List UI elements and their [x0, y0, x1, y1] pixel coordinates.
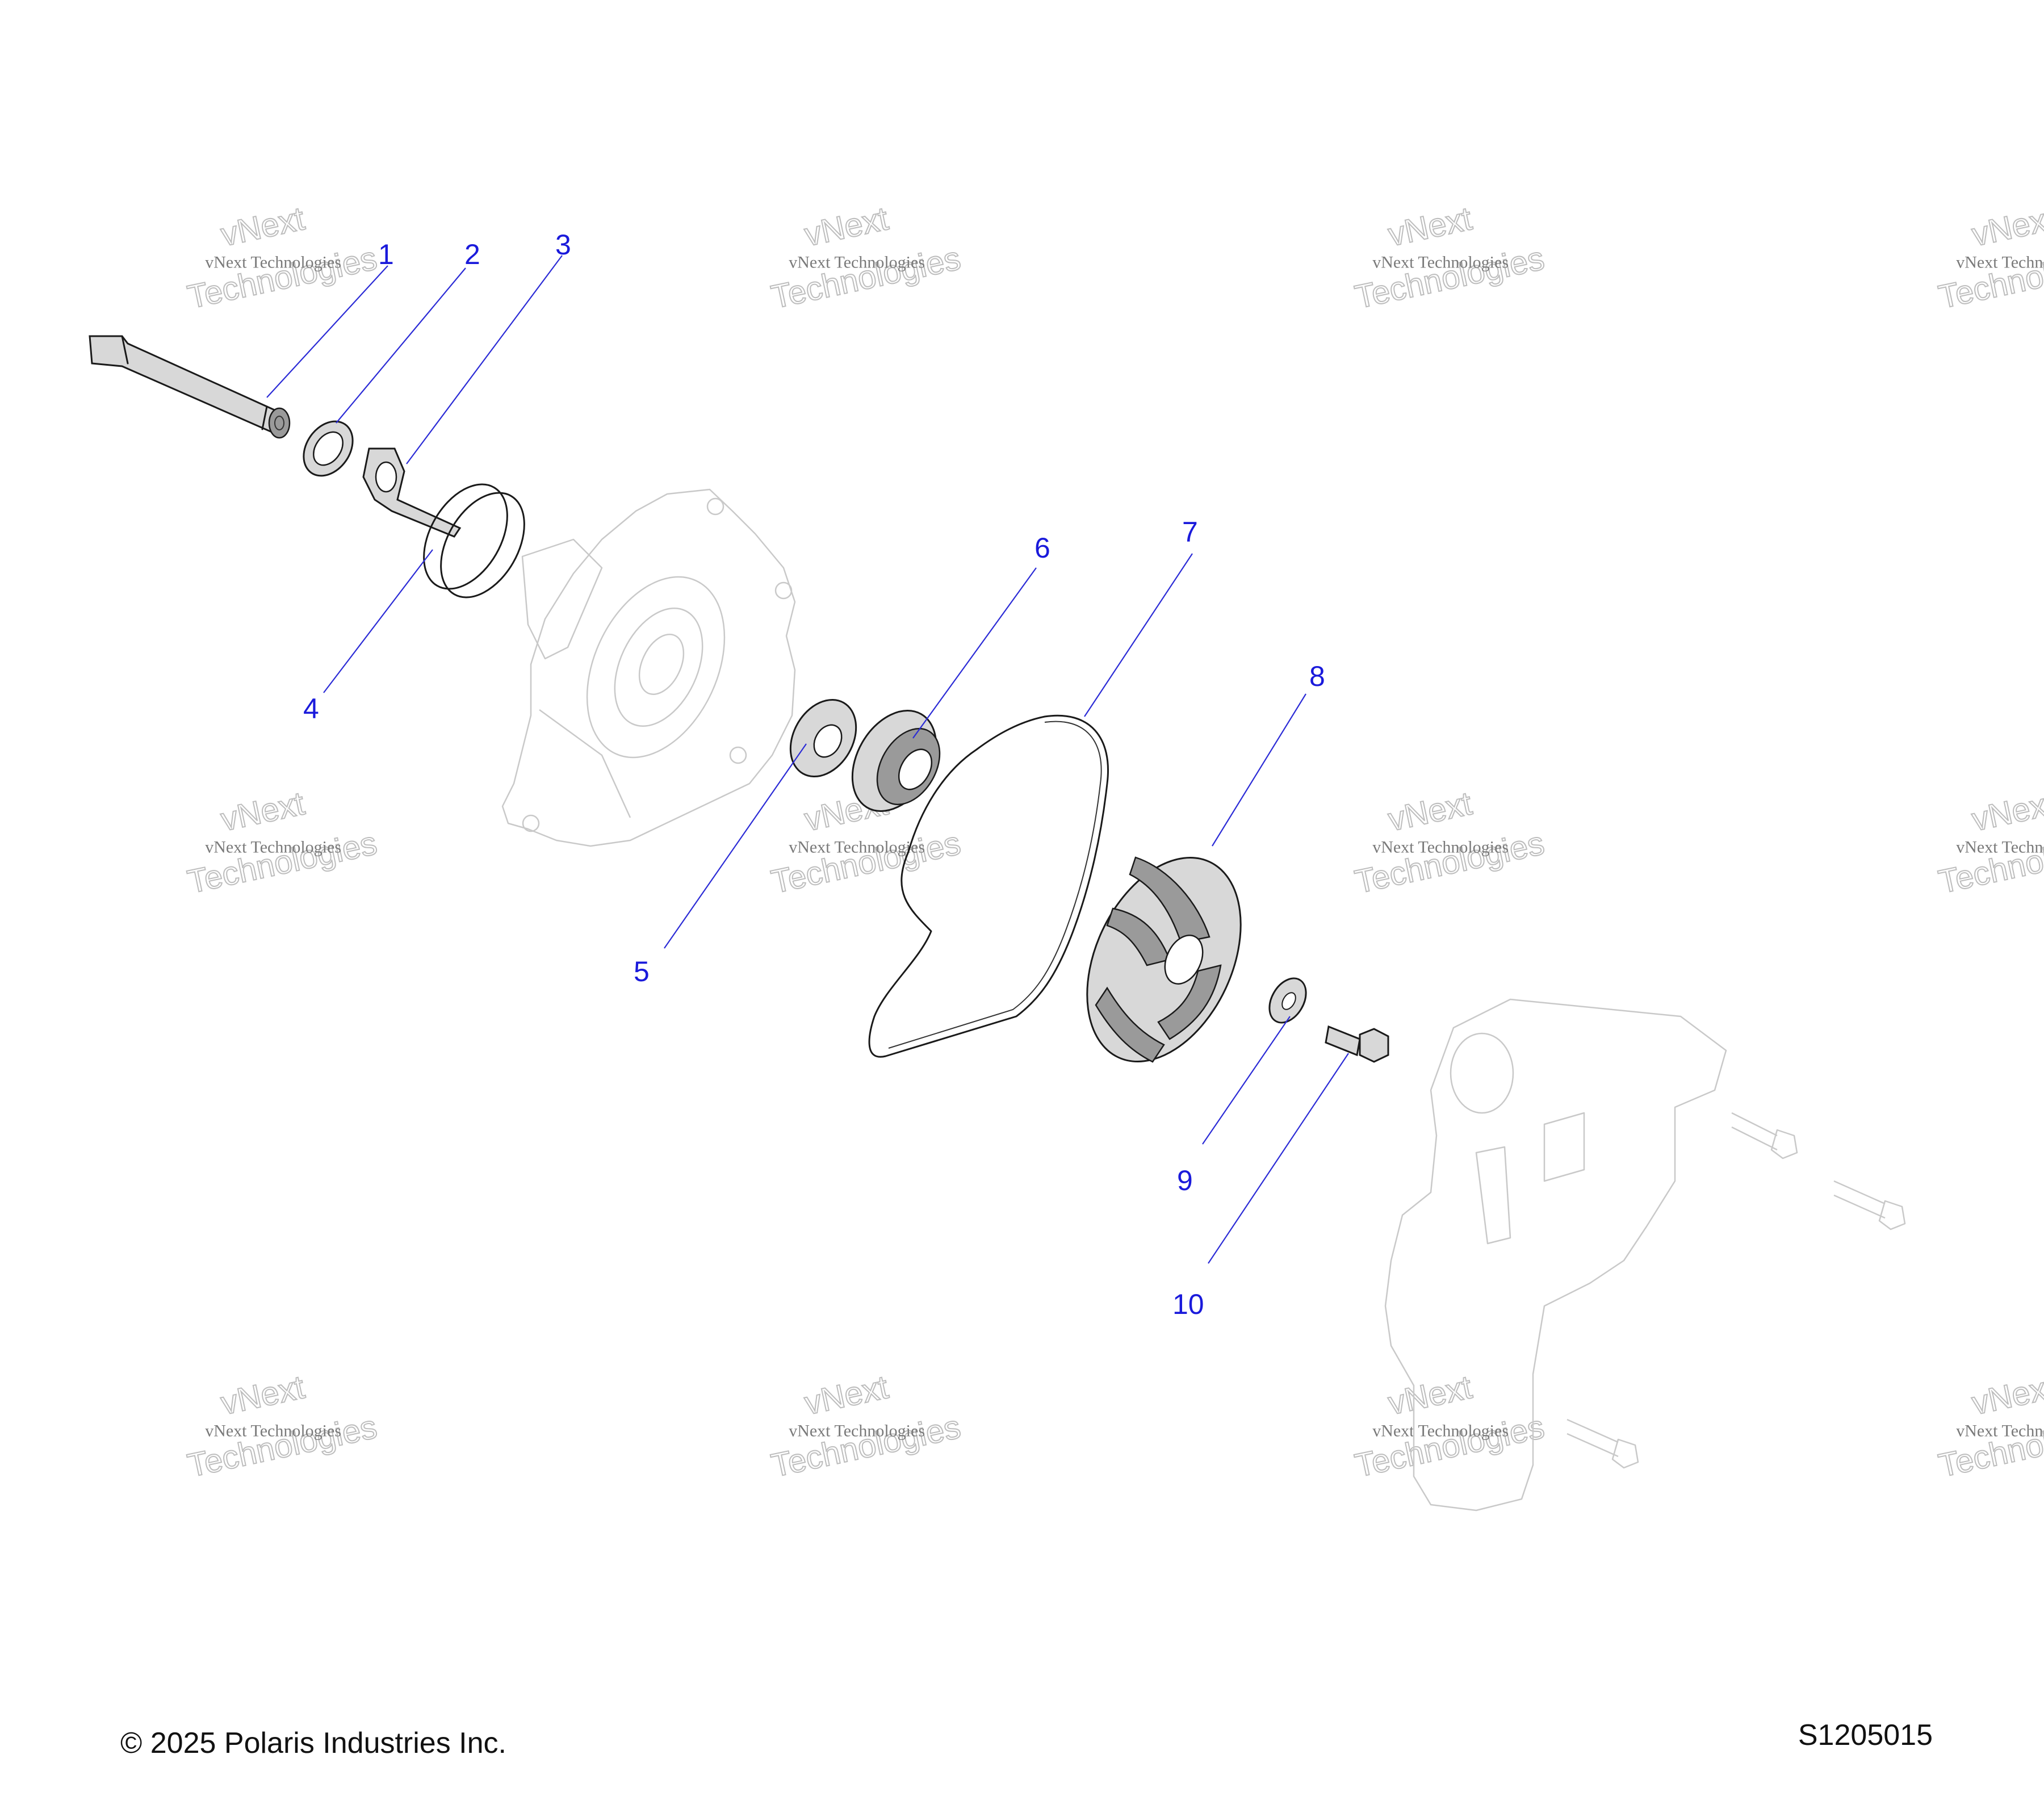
watermark-logo-text: Technologies — [1936, 240, 2044, 316]
watermark-text: vNext Technologies — [1956, 838, 2044, 856]
leader-lines — [266, 255, 1349, 1264]
watermark-logo-text: vNext — [1968, 785, 2044, 838]
watermark-logo-text: Technologies — [768, 1408, 964, 1484]
callout-labels: 1 2 3 4 5 6 7 8 9 10 — [303, 229, 1325, 1320]
watermark-logo-text: vNext — [217, 1368, 308, 1422]
part-8-impeller — [1086, 856, 1242, 1063]
part-10-bolt — [1325, 1025, 1389, 1063]
watermark-logo-text: Technologies — [1352, 240, 1548, 316]
watermark-logo-text: Technologies — [768, 824, 964, 901]
watermark-logo-text: vNext — [1385, 785, 1475, 838]
callout-9: 9 — [1177, 1165, 1193, 1196]
part-5-bearing — [789, 698, 857, 778]
watermark-text: vNext Technologies — [205, 838, 341, 856]
part-9-washer — [1268, 977, 1307, 1024]
watermark-logo-text: Technologies — [1936, 824, 2044, 901]
watermark-logo-text: vNext — [801, 1368, 891, 1422]
watermark-logo-text: Technologies — [185, 240, 380, 316]
callout-4: 4 — [303, 693, 319, 725]
callout-3: 3 — [555, 229, 571, 261]
watermark-logo-text: Technologies — [1352, 1408, 1548, 1484]
part-2-washer — [303, 420, 354, 477]
callout-5: 5 — [634, 956, 650, 987]
callout-8: 8 — [1309, 660, 1325, 692]
watermark-logo-text: Technologies — [185, 1408, 380, 1484]
part-4-o-rings — [423, 483, 525, 598]
part-3-retainer-clip — [362, 447, 462, 538]
callout-6: 6 — [1034, 532, 1050, 564]
part-7-gasket — [868, 714, 1109, 1058]
part-1-pump-shaft — [89, 335, 291, 439]
watermark-text: vNext Technologies — [789, 253, 925, 271]
callout-2: 2 — [464, 238, 480, 270]
watermark-logo-text: vNext — [1968, 200, 2044, 253]
watermark-text: vNext Technologies — [205, 1421, 341, 1440]
watermark-text: vNext Technologies — [789, 838, 925, 856]
watermark-logo-text: Technologies — [1352, 824, 1548, 901]
watermark-text: vNext Technologies — [1372, 253, 1509, 271]
ghost-engine-housing — [1384, 998, 1906, 1512]
watermark-logo-text: Technologies — [1936, 1408, 2044, 1484]
watermark-text: vNext Technologies — [205, 253, 341, 271]
ghost-pump-cover — [501, 488, 796, 847]
watermark-text: vNext Technologies — [1956, 253, 2044, 271]
watermark-logo-text: Technologies — [768, 240, 964, 316]
watermark-logo-text: vNext — [217, 785, 308, 838]
watermark-text: vNext Technologies — [1372, 1421, 1509, 1440]
watermark-text: vNext Technologies — [1372, 838, 1509, 856]
watermark-logo-text: Technologies — [185, 824, 380, 901]
copyright-notice: © 2025 Polaris Industries Inc. — [120, 1727, 506, 1760]
watermark-text: vNext Technologies — [789, 1421, 925, 1440]
callout-1: 1 — [378, 238, 394, 270]
watermark-logo-text: vNext — [1385, 200, 1475, 253]
watermark-logo-text: vNext — [1385, 1368, 1475, 1422]
callout-10: 10 — [1172, 1288, 1204, 1320]
watermark-logo-text: vNext — [801, 200, 891, 253]
watermark-logo-text: vNext — [217, 200, 308, 253]
watermark-logo-text: vNext — [1968, 1368, 2044, 1422]
callout-7: 7 — [1182, 516, 1198, 548]
figure-id: S1205015 — [1798, 1719, 1933, 1752]
watermark-text: vNext Technologies — [1956, 1421, 2044, 1440]
